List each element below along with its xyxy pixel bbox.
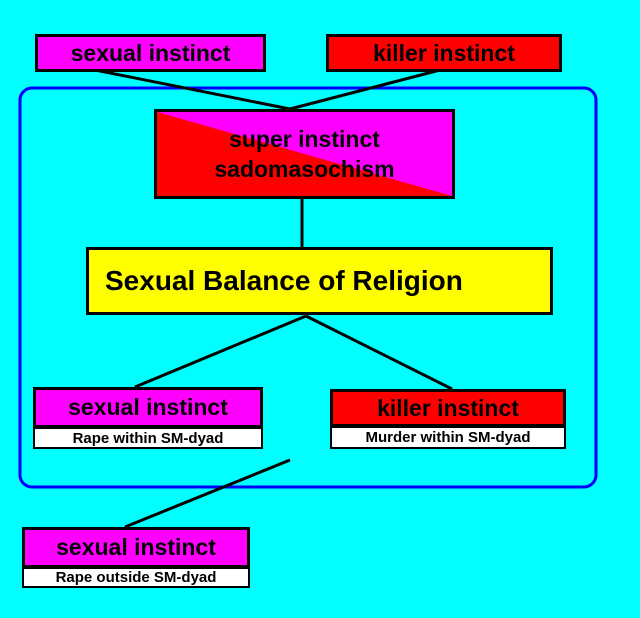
outside-sexual-instinct-subtitle: Rape outside SM-dyad <box>22 567 250 588</box>
outside-sexual-instinct-label: sexual instinct <box>56 534 216 560</box>
inner-killer-instinct-label: killer instinct <box>377 394 519 421</box>
super-instinct-box: super instinct sadomasochism <box>154 109 455 199</box>
super-instinct-line1: super instinct <box>229 126 380 152</box>
top-killer-instinct-label: killer instinct <box>373 39 515 66</box>
top-sexual-instinct-box: sexual instinct <box>35 34 266 72</box>
top-killer-instinct-box: killer instinct <box>326 34 562 72</box>
outside-sexual-instinct-box: sexual instinct <box>22 527 250 568</box>
inner-sexual-instinct-subtitle-text: Rape within SM-dyad <box>72 429 224 447</box>
connector-balance-to-left <box>134 314 307 389</box>
outside-sexual-instinct-subtitle-text: Rape outside SM-dyad <box>55 569 217 586</box>
inner-sexual-instinct-label: sexual instinct <box>68 394 228 420</box>
connector-sexual-to-super <box>94 68 291 111</box>
balance-label: Sexual Balance of Religion <box>105 265 463 296</box>
connector-killer-to-super <box>289 68 441 111</box>
balance-box: Sexual Balance of Religion <box>86 247 553 315</box>
inner-sexual-instinct-subtitle: Rape within SM-dyad <box>33 427 263 449</box>
connector-outside <box>124 458 291 529</box>
sm-dyad-frame <box>18 86 598 489</box>
top-sexual-instinct-label: sexual instinct <box>70 39 231 66</box>
super-instinct-line2: sadomasochism <box>214 156 395 182</box>
connector-balance-to-right <box>305 314 453 391</box>
inner-killer-instinct-box: killer instinct <box>330 389 566 427</box>
inner-sexual-instinct-box: sexual instinct <box>33 387 263 428</box>
inner-killer-instinct-subtitle-text: Murder within SM-dyad <box>365 429 531 446</box>
inner-killer-instinct-subtitle: Murder within SM-dyad <box>330 426 566 449</box>
